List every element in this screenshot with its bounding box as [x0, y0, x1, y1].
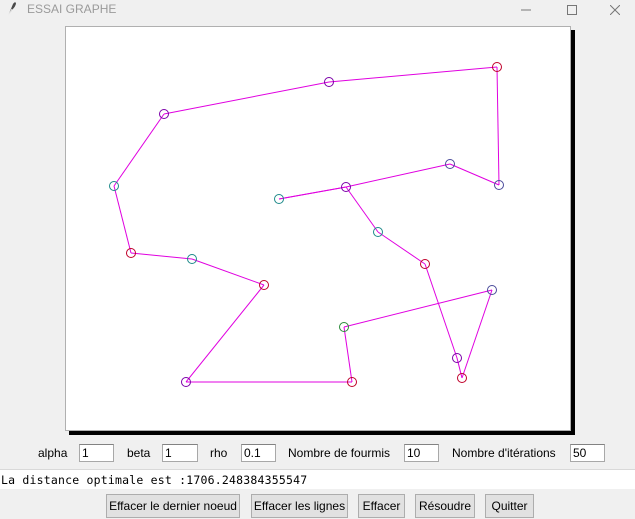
feather-icon [7, 2, 16, 17]
ants-input[interactable]: 10 [404, 444, 439, 462]
graph-edge [345, 163, 451, 188]
graph-edge [345, 186, 379, 233]
graph-edge [461, 289, 493, 379]
graph-node[interactable] [487, 285, 497, 295]
graph-edge [113, 185, 132, 254]
graph-edge [185, 284, 265, 383]
graph-node[interactable] [492, 62, 502, 72]
result-display: La distance optimale est :1706.248384355… [0, 469, 635, 489]
minimize-icon [521, 9, 531, 10]
graph-edge [449, 163, 500, 186]
graph-node[interactable] [341, 182, 351, 192]
graph-node[interactable] [452, 353, 462, 363]
graph-node[interactable] [126, 248, 136, 258]
graph-node[interactable] [159, 109, 169, 119]
graph-edge [278, 186, 347, 200]
undo-node-button[interactable]: Effacer le dernier noeud [106, 494, 240, 518]
ants-label: Nombre de fourmis [288, 446, 391, 460]
graph-node[interactable] [494, 180, 504, 190]
graph-node[interactable] [339, 322, 349, 332]
graph-node[interactable] [445, 159, 455, 169]
graph-node[interactable] [373, 227, 383, 237]
graph-edge [456, 357, 463, 379]
close-button[interactable] [592, 0, 635, 19]
iterations-input[interactable]: 50 [570, 444, 605, 462]
clear-lines-button[interactable]: Effacer les lignes [251, 494, 348, 518]
solve-button[interactable]: Résoudre [415, 494, 475, 518]
graph-edge [191, 258, 265, 286]
quit-button[interactable]: Quitter [485, 494, 534, 518]
graph-edge [377, 231, 426, 265]
graph-node[interactable] [187, 254, 197, 264]
window-title: ESSAI GRAPHE [27, 2, 117, 16]
graph-canvas-frame [65, 26, 575, 435]
result-text: La distance optimale est :1706.248384355… [1, 473, 308, 487]
title-bar: ESSAI GRAPHE [0, 0, 635, 19]
graph-node[interactable] [181, 377, 191, 387]
close-icon [610, 4, 620, 15]
graph-edge [496, 66, 500, 186]
graph-edge [424, 263, 458, 359]
graph-node[interactable] [420, 259, 430, 269]
maximize-icon [567, 4, 577, 15]
parameters-row: alpha 1 beta 1 rho 0.1 Nombre de fourmis… [0, 443, 635, 465]
graph-edge [130, 252, 193, 260]
minimize-button[interactable] [503, 0, 549, 19]
graph-edge [343, 289, 493, 328]
beta-input[interactable]: 1 [162, 444, 198, 462]
iterations-label: Nombre d'itérations [452, 446, 556, 460]
clear-button[interactable]: Effacer [358, 494, 405, 518]
graph-node[interactable] [274, 194, 284, 204]
graph-canvas[interactable] [65, 26, 571, 431]
beta-label: beta [127, 446, 151, 460]
graph-edge [113, 113, 165, 187]
graph-node[interactable] [259, 280, 269, 290]
graph-node[interactable] [109, 181, 119, 191]
graph-node[interactable] [347, 377, 357, 387]
graph-edge [163, 81, 330, 115]
rho-input[interactable]: 0.1 [241, 444, 276, 462]
maximize-button[interactable] [549, 0, 595, 19]
graph-edge [343, 326, 353, 383]
rho-label: rho [210, 446, 228, 460]
graph-node[interactable] [457, 373, 467, 383]
graph-edge [328, 66, 498, 83]
graph-drawing [109, 62, 504, 387]
alpha-label: alpha [38, 446, 68, 460]
graph-node[interactable] [324, 77, 334, 87]
alpha-input[interactable]: 1 [79, 444, 114, 462]
